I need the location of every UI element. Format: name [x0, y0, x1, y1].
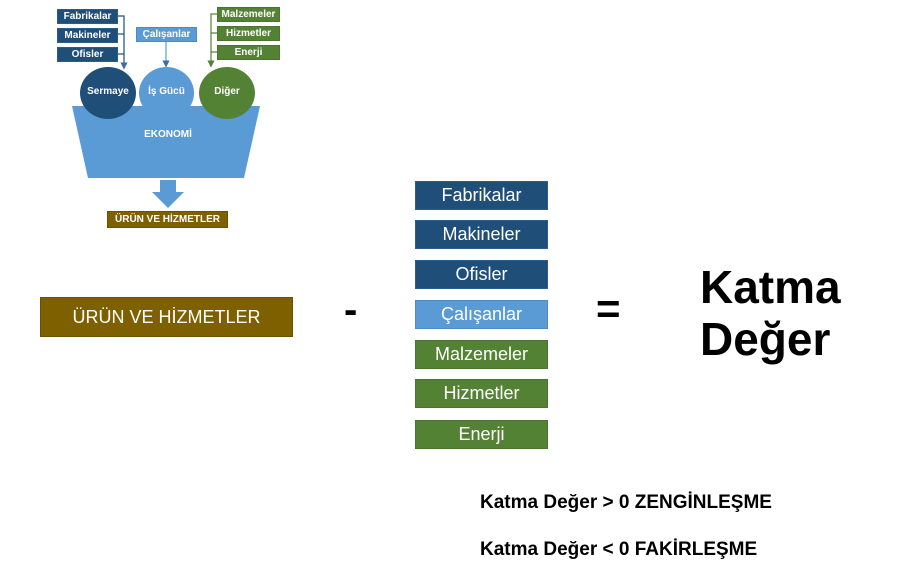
circle-sermaye: Sermaye — [80, 67, 136, 119]
circle-is-gucu: İş Gücü — [139, 67, 194, 119]
equation-input-hizmetler: Hizmetler — [415, 379, 548, 408]
equation-input-calisanlar: Çalışanlar — [415, 300, 548, 329]
rule-negative: Katma Değer < 0 FAKİRLEŞME — [480, 539, 758, 560]
result-line2: Değer — [700, 313, 831, 365]
small-input-makineler: Makineler — [57, 28, 118, 43]
minus-sign: - — [344, 288, 358, 332]
circle-sermaye-label: Sermaye — [87, 85, 129, 97]
other-connector — [207, 13, 217, 68]
economy-funnel — [72, 106, 260, 178]
small-input-malzemeler: Malzemeler — [217, 7, 280, 22]
small-input-calisanlar: Çalışanlar — [136, 27, 197, 42]
equation-input-fabrikalar: Fabrikalar — [415, 181, 548, 210]
funnel-label: EKONOMİ — [144, 128, 192, 140]
equation-input-enerji: Enerji — [415, 420, 548, 449]
circle-is-gucu-label: İş Gücü — [148, 85, 185, 97]
output-arrow — [152, 180, 184, 208]
equation-input-makineler: Makineler — [415, 220, 548, 249]
circle-diger: Diğer — [199, 67, 255, 119]
equals-sign: = — [596, 285, 621, 332]
rule-positive: Katma Değer > 0 ZENGİNLEŞME — [480, 492, 772, 513]
small-input-fabrikalar: Fabrikalar — [57, 9, 118, 24]
equation-input-malzemeler: Malzemeler — [415, 340, 548, 369]
capital-connector — [118, 15, 128, 70]
small-input-hizmetler: Hizmetler — [217, 26, 280, 41]
equation-output-label: ÜRÜN VE HİZMETLER — [40, 297, 293, 337]
small-input-enerji: Enerji — [217, 45, 280, 60]
circle-diger-label: Diğer — [214, 85, 240, 97]
result-line1: Katma — [700, 261, 841, 313]
small-output-label: ÜRÜN VE HİZMETLER — [107, 211, 228, 228]
small-input-ofisler: Ofisler — [57, 47, 118, 62]
equation-input-ofisler: Ofisler — [415, 260, 548, 289]
